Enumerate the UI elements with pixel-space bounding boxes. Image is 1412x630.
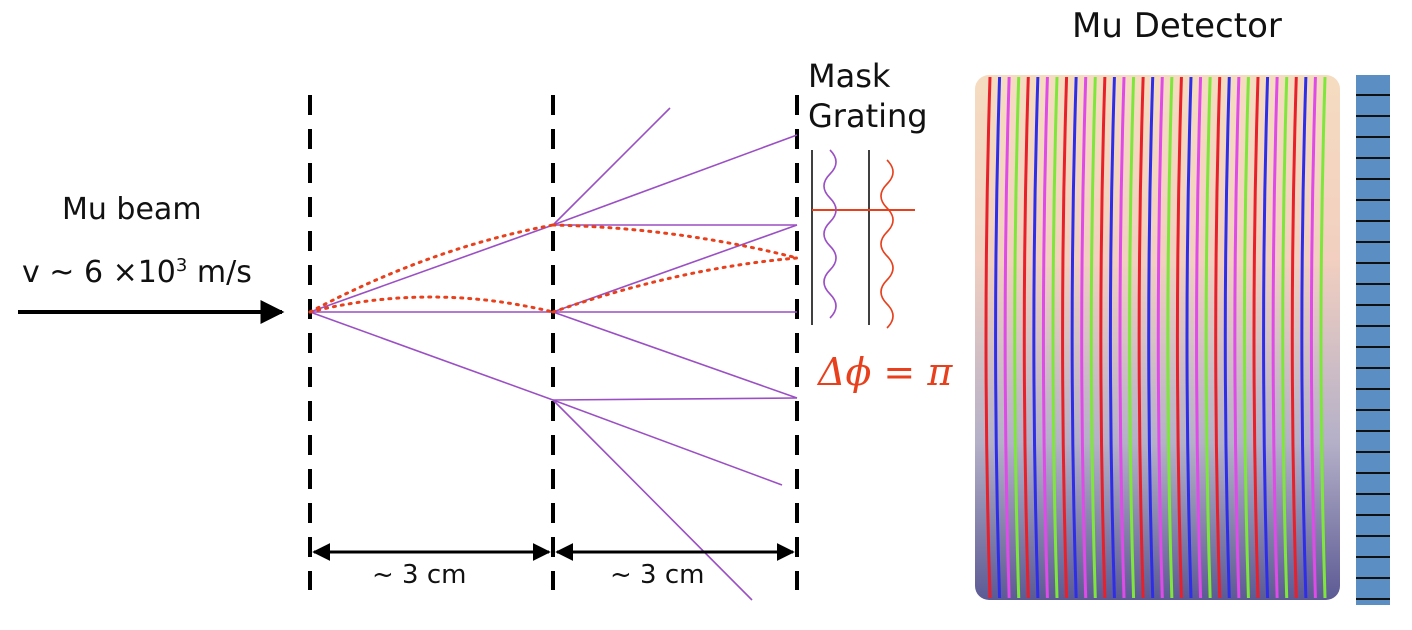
fringe-stripe — [1061, 76, 1069, 599]
fringe-stripe — [1013, 76, 1021, 599]
fringe-stripe — [1166, 76, 1174, 599]
fringe-stripe — [1089, 76, 1097, 599]
fringe-stripe — [994, 76, 1002, 599]
mask-grating-pattern — [811, 149, 915, 329]
fringe-stripe — [1070, 76, 1078, 599]
fringe-stripe — [1175, 76, 1183, 599]
fringe-stripe — [1108, 76, 1116, 599]
fringe-stripe — [1319, 76, 1327, 599]
fringe-stripe — [1128, 76, 1136, 599]
mask-label-line2: Grating — [808, 97, 928, 135]
fringe-stripe — [1204, 76, 1212, 599]
mask-grating-label: Mask Grating — [808, 56, 928, 136]
mask-label-line1: Mask — [808, 57, 891, 95]
beam-speed-exponent: 3 — [175, 255, 188, 276]
fringe-stripe — [1262, 76, 1270, 599]
fringe-stripe — [1080, 76, 1088, 599]
fringe-stripe — [1233, 76, 1241, 599]
fringe-stripe — [1242, 76, 1250, 599]
fringe-stripe — [1185, 76, 1193, 599]
beam-speed-unit: m/s — [187, 255, 252, 290]
fringe-stripe — [1022, 76, 1030, 599]
distance-label-2: ~ 3 cm — [610, 560, 705, 590]
distance-label-1: ~ 3 cm — [372, 560, 467, 590]
fringe-stripe — [1300, 76, 1308, 599]
detector-cylinder — [975, 75, 1340, 600]
fringe-stripe — [1290, 76, 1298, 599]
beam-speed-prefix: v ~ 6 ×10 — [22, 255, 176, 290]
beam-title: Mu beam — [62, 192, 202, 227]
fringe-stripe — [1271, 76, 1279, 599]
fringe-stripe — [1147, 76, 1155, 599]
fringe-stripe — [1223, 76, 1231, 599]
beam-paths — [309, 107, 798, 601]
fringe-stripe — [984, 76, 992, 599]
fringe-stripe — [1309, 76, 1317, 599]
beam-speed: v ~ 6 ×103 m/s — [22, 255, 252, 290]
fringe-stripe — [1099, 76, 1107, 599]
fringe-stripe — [1195, 76, 1203, 599]
fringe-stripe — [1041, 76, 1049, 599]
interference-paths — [308, 223, 799, 314]
detector-title: Mu Detector — [1072, 6, 1282, 46]
fringe-stripe — [1118, 76, 1126, 599]
fringe-stripe — [1156, 76, 1164, 599]
fringe-stripe — [1214, 76, 1222, 599]
fringe-stripe — [1137, 76, 1145, 599]
fringe-stripe — [1281, 76, 1289, 599]
fringe-stripe — [1032, 76, 1040, 599]
fringe-stripe — [1051, 76, 1059, 599]
detector-strip — [1356, 75, 1390, 605]
phase-shift-label: Δϕ = π — [818, 350, 953, 394]
fringe-stripe — [1252, 76, 1260, 599]
fringe-stripe — [1003, 76, 1011, 599]
